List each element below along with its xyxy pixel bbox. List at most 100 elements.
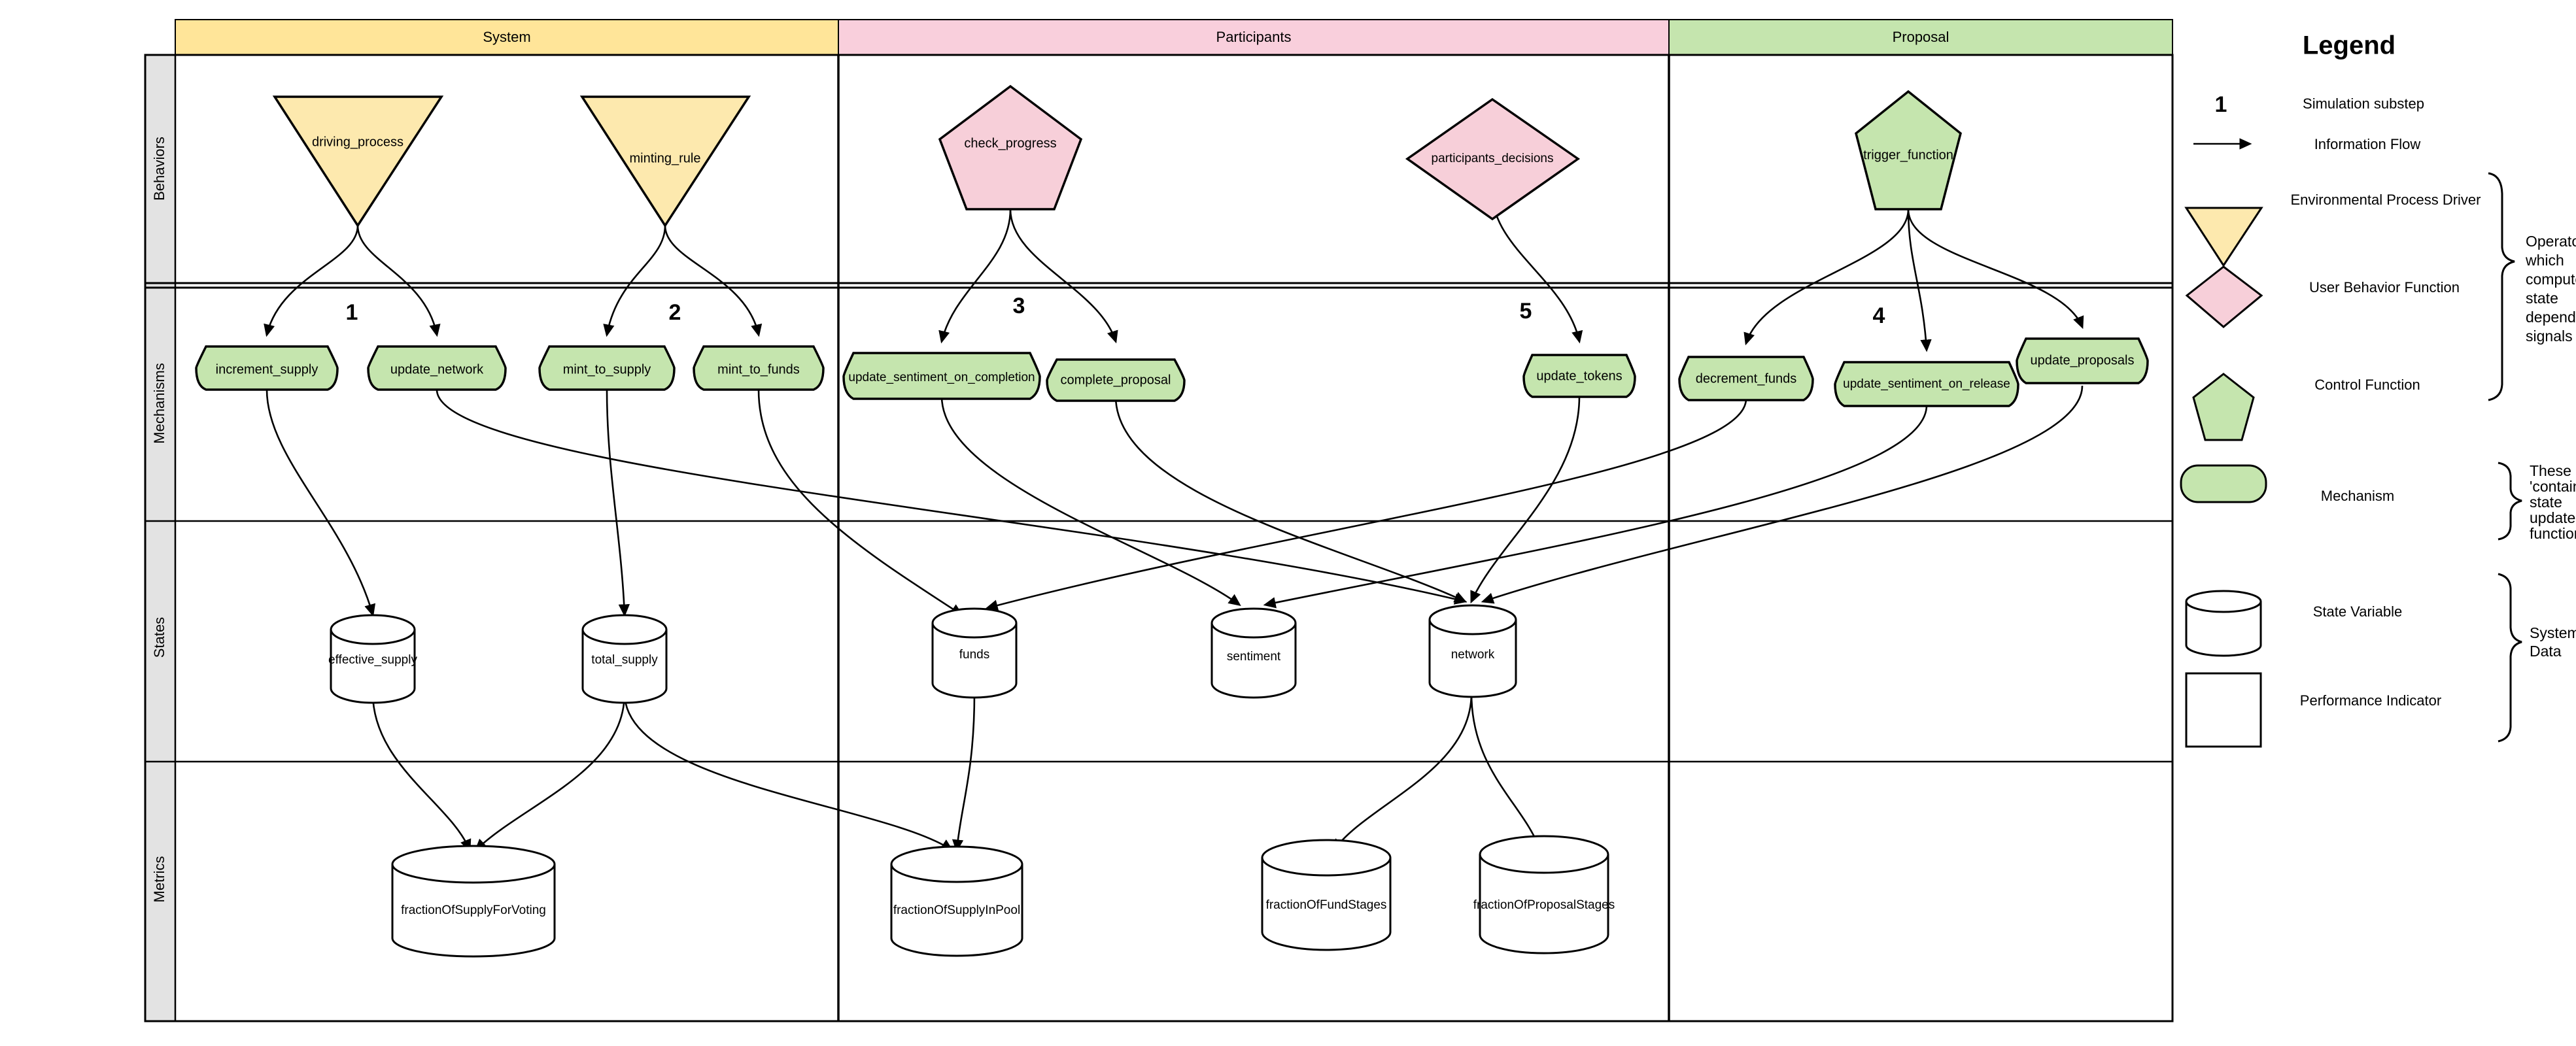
edge-trigger-function-to-decrement-funds xyxy=(1743,209,1910,346)
node-fraction-of-proposal-stages[interactable]: fractionOfProposalStages xyxy=(1473,835,1615,954)
edge-complete-proposal-to-network xyxy=(1114,396,1468,603)
node-fraction-of-fund-stages[interactable]: fractionOfFundStages xyxy=(1261,839,1392,951)
mechanisms-row: increment_supply update_network mint_to_… xyxy=(195,337,2149,407)
node-check-progress[interactable]: check_progress xyxy=(938,84,1083,211)
mint-to-funds-label: mint_to_funds xyxy=(717,362,800,377)
node-update-tokens[interactable]: update_tokens xyxy=(1522,354,1636,398)
legend-note-mechanism-line-0: These xyxy=(2530,462,2571,479)
fraction-of-supply-in-pool-body[interactable] xyxy=(890,864,1023,957)
trigger-function-shape[interactable] xyxy=(1855,90,1962,211)
legend-mechanism-icon xyxy=(2180,464,2267,503)
node-update-proposals[interactable]: update_proposals xyxy=(2016,337,2149,384)
increment-supply-label: increment_supply xyxy=(216,362,318,377)
legend-label-information-flow: Information Flow xyxy=(2314,136,2421,152)
node-decrement-funds[interactable]: decrement_funds xyxy=(1678,356,1814,401)
fraction-of-fund-stages-body[interactable] xyxy=(1261,858,1392,951)
node-update-sentiment-on-completion[interactable]: update_sentiment_on_completion xyxy=(842,352,1041,400)
complete-proposal-shape[interactable] xyxy=(1046,358,1186,402)
node-driving-process[interactable]: driving_process xyxy=(272,95,444,228)
states-row: effective_supply total_supply funds sent… xyxy=(328,604,1517,704)
fraction-of-fund-stages-label: fractionOfFundStages xyxy=(1266,898,1387,912)
increment-supply-shape[interactable] xyxy=(195,345,339,391)
fraction-of-supply-in-pool-top[interactable] xyxy=(890,845,1023,883)
driving-process-shape[interactable] xyxy=(272,95,444,228)
minting-rule-shape[interactable] xyxy=(579,95,751,228)
node-sentiment[interactable]: sentiment xyxy=(1211,607,1297,699)
node-fraction-of-supply-for-voting[interactable]: fractionOfSupplyForVoting xyxy=(391,845,556,958)
fraction-of-supply-for-voting-top[interactable] xyxy=(391,845,556,884)
fraction-of-supply-for-voting-body[interactable] xyxy=(391,864,556,958)
check-progress-label: check_progress xyxy=(964,136,1056,150)
node-participants-decisions[interactable]: participants_decisions xyxy=(1405,97,1581,221)
update-sentiment-on-release-label: update_sentiment_on_release xyxy=(1843,377,2010,391)
legend-brace-mechanism xyxy=(2498,462,2522,541)
legend-note-system-data-line-0: System xyxy=(2530,624,2576,641)
update-sentiment-on-completion-shape[interactable] xyxy=(842,352,1041,400)
check-progress-shape[interactable] xyxy=(938,84,1083,211)
node-update-sentiment-on-release[interactable]: update_sentiment_on_release xyxy=(1834,361,2019,407)
edge-update-sentiment-on-release-to-sentiment xyxy=(1263,405,1928,609)
fraction-of-proposal-stages-top[interactable] xyxy=(1479,835,1609,874)
node-complete-proposal[interactable]: complete_proposal xyxy=(1046,358,1186,402)
update-proposals-shape[interactable] xyxy=(2016,337,2149,384)
effective-supply-body[interactable] xyxy=(330,630,416,704)
mint-to-funds-shape[interactable] xyxy=(693,345,825,391)
node-funds[interactable]: funds xyxy=(931,607,1018,699)
legend-brace-operators xyxy=(2488,172,2515,401)
sentiment-top[interactable] xyxy=(1211,607,1297,639)
total-supply-body[interactable] xyxy=(581,630,668,704)
network-body[interactable] xyxy=(1428,620,1517,698)
update-network-shape[interactable] xyxy=(367,345,507,391)
update-sentiment-on-completion-label: update_sentiment_on_completion xyxy=(848,371,1035,384)
funds-top[interactable] xyxy=(931,607,1018,639)
legend-label-control-function: Control Function xyxy=(2314,377,2420,393)
complete-proposal-label: complete_proposal xyxy=(1061,373,1171,387)
fraction-of-proposal-stages-label: fractionOfProposalStages xyxy=(1473,898,1615,912)
edge-mint-to-supply-to-total-supply xyxy=(606,389,630,617)
network-top[interactable] xyxy=(1428,604,1517,635)
node-mint-to-funds[interactable]: mint_to_funds xyxy=(693,345,825,391)
edge-total-supply-to-fraction-of-supply-for-voting xyxy=(474,692,626,852)
metrics-row: fractionOfSupplyForVoting fractionOfSupp… xyxy=(391,835,1615,958)
row-headers: Behaviors Mechanisms States Metrics xyxy=(145,54,176,1022)
edge-update-proposals-to-network xyxy=(1481,385,2084,604)
node-fraction-of-supply-in-pool[interactable]: fractionOfSupplyInPool xyxy=(890,845,1023,957)
total-supply-top[interactable] xyxy=(581,614,668,645)
fraction-of-proposal-stages-body[interactable] xyxy=(1479,854,1609,954)
effective-supply-top[interactable] xyxy=(330,614,416,645)
edge-total-supply-to-fraction-of-supply-in-pool xyxy=(623,692,953,851)
fraction-of-fund-stages-top[interactable] xyxy=(1261,839,1392,877)
node-increment-supply[interactable]: increment_supply xyxy=(195,345,339,391)
information-flow-edges xyxy=(264,192,2084,852)
funds-body[interactable] xyxy=(931,623,1018,699)
participants-decisions-shape[interactable] xyxy=(1405,97,1581,221)
node-total-supply[interactable]: total_supply xyxy=(581,614,668,704)
node-effective-supply[interactable]: effective_supply xyxy=(328,614,417,704)
legend-control-function-icon xyxy=(2192,373,2255,441)
legend-note-mechanism: These 'contain' state update functions xyxy=(2530,462,2576,542)
legend-label-env-process-driver: Environmental Process Driver xyxy=(2291,192,2481,208)
edge-driving-process-to-update-network xyxy=(356,225,441,337)
node-update-network[interactable]: update_network xyxy=(367,345,507,391)
decrement-funds-shape[interactable] xyxy=(1678,356,1814,401)
edge-trigger-function-to-update-sentiment-on-release xyxy=(1907,209,1932,352)
mint-to-supply-shape[interactable] xyxy=(538,345,676,391)
node-network[interactable]: network xyxy=(1428,604,1517,698)
grid-lines xyxy=(144,54,2174,1022)
legend-label-simulation-substep: Simulation substep xyxy=(2303,95,2424,112)
update-tokens-shape[interactable] xyxy=(1522,354,1636,398)
legend-note-operators-line-5: signals xyxy=(2526,328,2573,345)
driving-process-label: driving_process xyxy=(312,135,404,149)
node-mint-to-supply[interactable]: mint_to_supply xyxy=(538,345,676,391)
column-header-system-label: System xyxy=(483,29,530,45)
substep-numbers: 1 2 3 4 5 xyxy=(346,294,1885,328)
node-minting-rule[interactable]: minting_rule xyxy=(579,95,751,228)
sentiment-body[interactable] xyxy=(1211,623,1297,699)
node-trigger-function[interactable]: trigger_function xyxy=(1855,90,1962,211)
edge-minting-rule-to-mint-to-funds xyxy=(664,225,763,337)
edge-increment-supply-to-effective-supply xyxy=(266,389,376,617)
legend-user-behavior-function-icon xyxy=(2185,265,2263,328)
network-label: network xyxy=(1451,648,1495,662)
update-sentiment-on-release-shape[interactable] xyxy=(1834,361,2019,407)
